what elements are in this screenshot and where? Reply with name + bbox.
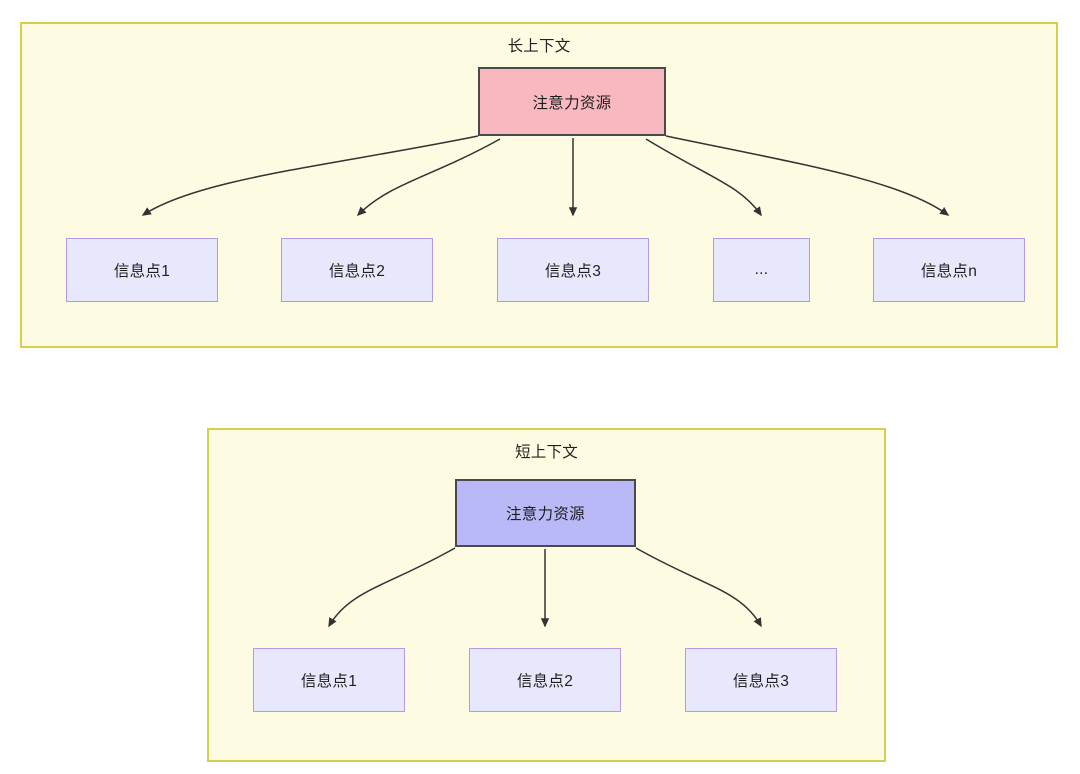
node-info-point-short-1[interactable]: 信息点1	[253, 648, 405, 712]
node-label: 信息点3	[544, 263, 602, 280]
node-label: 信息点1	[113, 263, 171, 280]
node-label: 注意力资源	[505, 506, 585, 523]
node-label: 信息点1	[300, 673, 358, 690]
node-info-point-long-2[interactable]: 信息点2	[281, 238, 433, 302]
node-label: 信息点n	[920, 263, 978, 280]
node-attention-resource-short[interactable]: 注意力资源	[455, 479, 636, 547]
node-info-point-short-3[interactable]: 信息点3	[685, 648, 837, 712]
node-info-point-short-2[interactable]: 信息点2	[469, 648, 621, 712]
panel-long-context-title: 长上下文	[507, 38, 571, 55]
node-info-point-long-3[interactable]: 信息点3	[497, 238, 649, 302]
node-label: ...	[754, 261, 769, 278]
node-label: 信息点3	[732, 673, 790, 690]
node-info-point-long-ellipsis[interactable]: ...	[713, 238, 810, 302]
node-attention-resource-long[interactable]: 注意力资源	[478, 67, 666, 136]
node-label: 注意力资源	[532, 94, 612, 112]
panel-short-context-title: 短上下文	[515, 444, 578, 461]
node-label: 信息点2	[328, 263, 386, 280]
node-info-point-long-n[interactable]: 信息点n	[873, 238, 1025, 302]
node-label: 信息点2	[516, 673, 574, 690]
node-info-point-long-1[interactable]: 信息点1	[66, 238, 218, 302]
